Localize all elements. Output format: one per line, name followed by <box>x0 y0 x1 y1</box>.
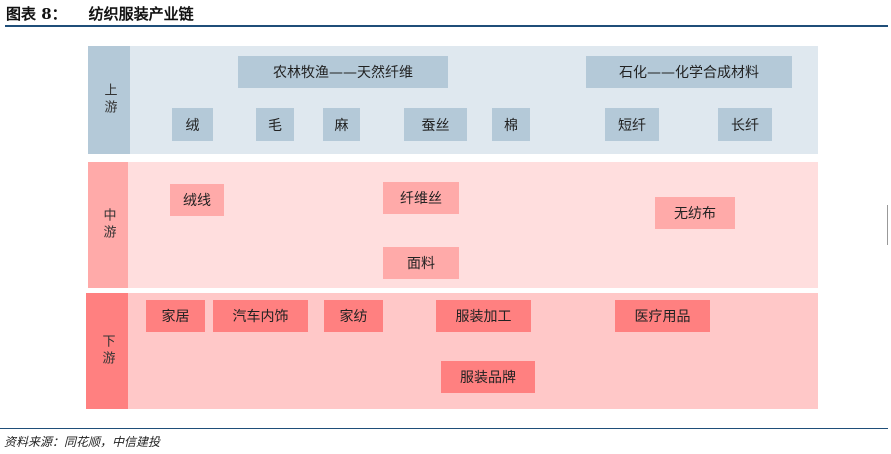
figure-number: 图表 8： <box>6 5 67 23</box>
upstream-item: 短纤 <box>605 108 659 141</box>
midstream-label: 中游 <box>88 162 128 288</box>
figure-title-text: 纺织服装产业链 <box>88 5 194 23</box>
upstream-item: 蚕丝 <box>404 108 467 141</box>
downstream-label: 下游 <box>86 293 128 409</box>
downstream-item: 服装品牌 <box>441 361 535 393</box>
midstream-item: 纤维丝 <box>383 182 459 214</box>
downstream-item: 家纺 <box>324 300 383 332</box>
downstream-item: 服装加工 <box>436 300 531 332</box>
upstream-item: 长纤 <box>718 108 772 141</box>
source-note: 资料来源：同花顺，中信建投 <box>4 435 161 449</box>
downstream-item: 医疗用品 <box>615 300 710 332</box>
midstream-item: 无纺布 <box>655 197 735 229</box>
upstream-item: 麻 <box>323 108 360 141</box>
upstream-item: 绒 <box>172 108 213 141</box>
upstream-item: 棉 <box>492 108 530 141</box>
figure-title: 图表 8： 纺织服装产业链 <box>6 3 216 24</box>
midstream-item: 绒线 <box>170 184 224 216</box>
upstream-item: 毛 <box>256 108 294 141</box>
group-natural-fiber: 农林牧渔——天然纤维 <box>238 56 448 88</box>
downstream-item: 汽车内饰 <box>213 300 308 332</box>
downstream-item: 家居 <box>146 300 205 332</box>
edge-marker <box>887 205 888 245</box>
midstream-item: 面料 <box>383 247 459 279</box>
group-synthetic: 石化——化学合成材料 <box>586 56 792 88</box>
upstream-label: 上游 <box>88 46 130 154</box>
bottom-rule <box>0 428 888 429</box>
top-rule <box>5 25 888 27</box>
